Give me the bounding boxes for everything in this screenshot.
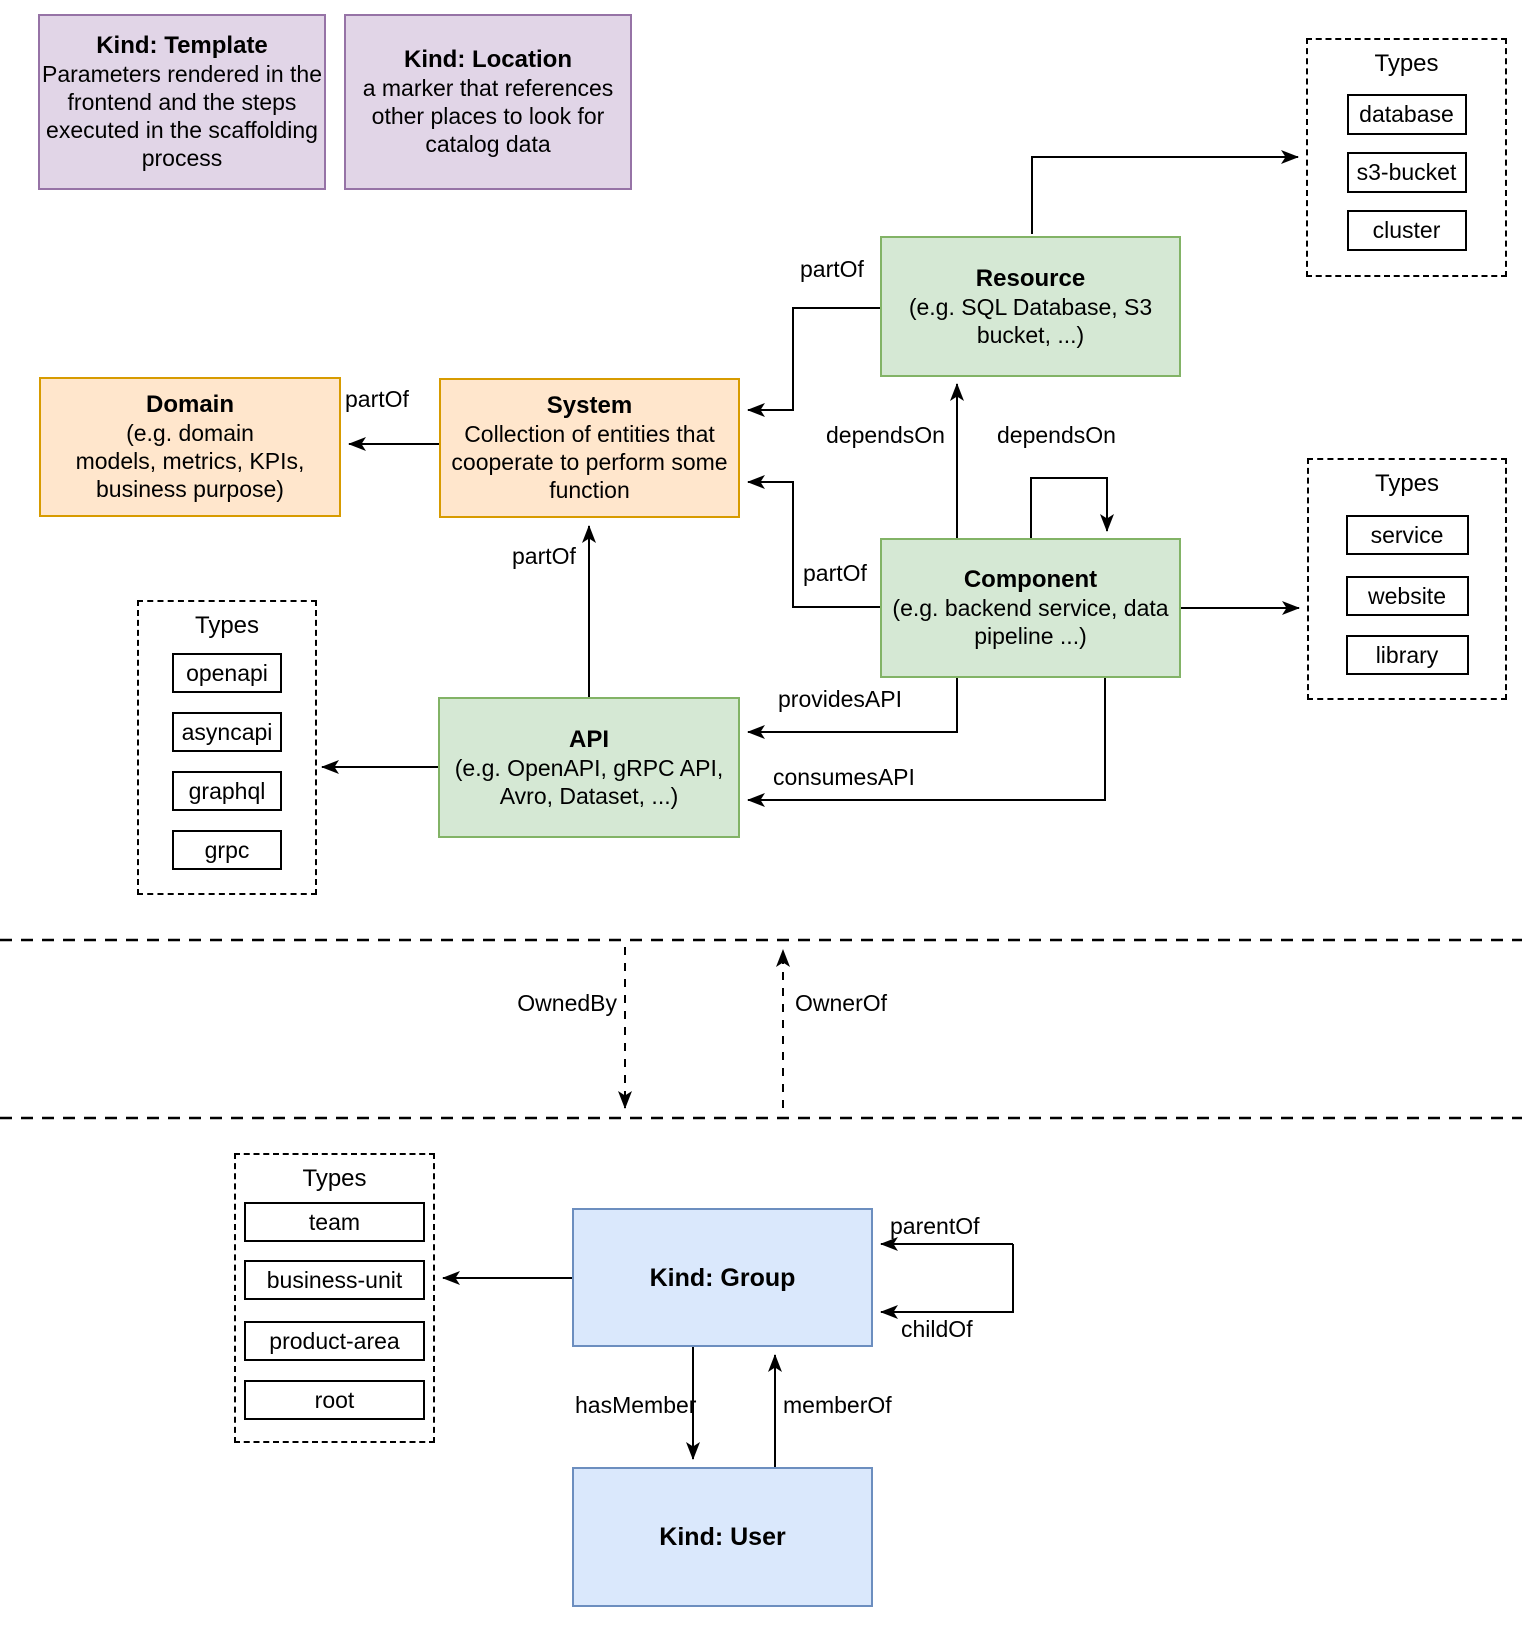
label-childof: childOf [901, 1316, 973, 1342]
location-title: Kind: Location [404, 46, 572, 73]
type-chip-product-area: product-area [244, 1321, 425, 1361]
type-chip-library: library [1345, 635, 1469, 675]
type-chip-service: service [1345, 515, 1469, 555]
edge-dependson-component-self [1030, 477, 1114, 538]
type-chip-graphql: graphql [172, 771, 282, 811]
component-kind-box: Component (e.g. backend service, data pi… [880, 538, 1181, 678]
label-consumesapi: consumesAPI [773, 764, 915, 790]
label-ownerof: OwnerOf [795, 990, 888, 1016]
label-providesapi: providesAPI [778, 686, 903, 712]
label-partof-resource-system: partOf [800, 256, 864, 282]
type-chip-website: website [1345, 576, 1469, 616]
label-dependson-component-self: dependsOn [997, 422, 1116, 448]
system-kind-box: System Collection of entities that coope… [439, 378, 740, 518]
type-chip-database: database [1346, 94, 1467, 135]
type-chip-grpc: grpc [172, 830, 282, 870]
label-ownedby: OwnedBy [517, 990, 617, 1016]
label-partof-api-system: partOf [512, 543, 576, 569]
types-panel-api-title: Types [194, 612, 260, 639]
edge-resource-to-types [1031, 150, 1299, 234]
label-dependson-component-resource: dependsOn [826, 422, 945, 448]
type-chip-root: root [244, 1380, 425, 1420]
label-hasmember: hasMember [575, 1392, 697, 1418]
domain-title: Domain [145, 391, 234, 418]
user-kind-box: Kind: User [572, 1467, 873, 1607]
types-panel-component-title: Types [1374, 470, 1440, 497]
api-title: API [568, 725, 609, 753]
types-panel-group: Types team business-unit product-area ro… [234, 1153, 435, 1443]
type-chip-team: team [244, 1202, 425, 1242]
type-chip-s3-bucket: s3-bucket [1346, 152, 1467, 193]
types-panel-resource: Types database s3-bucket cluster [1306, 38, 1507, 277]
label-memberof: memberOf [783, 1392, 892, 1418]
types-panel-component: Types service website library [1307, 458, 1507, 700]
system-title: System [546, 392, 633, 419]
location-description: a marker that references other places to… [362, 75, 614, 157]
resource-kind-box: Resource (e.g. SQL Database, S3 bucket, … [880, 236, 1181, 377]
label-parentof: parentOf [890, 1213, 980, 1239]
template-title: Kind: Template [96, 32, 268, 59]
group-kind-box: Kind: Group [572, 1208, 873, 1347]
type-chip-business-unit: business-unit [244, 1260, 425, 1300]
system-description: Collection of entities that cooperate to… [451, 421, 728, 503]
template-description: Parameters rendered in the frontend and … [42, 61, 322, 171]
edge-partof-component-system [747, 475, 880, 608]
user-title: Kind: User [659, 1523, 786, 1551]
api-kind-box: API (e.g. OpenAPI, gRPC API, Avro, Datas… [438, 697, 740, 838]
types-panel-resource-title: Types [1374, 50, 1439, 77]
types-panel-group-title: Types [302, 1165, 367, 1192]
template-kind-box: Kind: Template Parameters rendered in th… [38, 14, 326, 190]
label-partof-system-domain: partOf [345, 386, 409, 412]
resource-title: Resource [975, 264, 1086, 292]
domain-kind-box: Domain (e.g. domain models, metrics, KPI… [39, 377, 341, 517]
edge-childof [880, 1244, 1014, 1319]
group-title: Kind: Group [649, 1263, 796, 1292]
component-title: Component [963, 566, 1098, 593]
edge-partof-resource-system [747, 307, 880, 417]
location-kind-box: Kind: Location a marker that references … [344, 14, 632, 190]
type-chip-openapi: openapi [172, 653, 282, 693]
type-chip-cluster: cluster [1346, 210, 1467, 251]
component-description: (e.g. backend service, data pipeline ...… [892, 595, 1169, 649]
domain-description: (e.g. domain models, metrics, KPIs, busi… [75, 420, 305, 502]
type-chip-asyncapi: asyncapi [172, 712, 282, 752]
resource-description: (e.g. SQL Database, S3 bucket, ...) [908, 293, 1153, 348]
label-partof-component-system: partOf [803, 560, 867, 586]
api-description: (e.g. OpenAPI, gRPC API, Avro, Dataset, … [454, 754, 724, 809]
types-panel-api: Types openapi asyncapi graphql grpc [137, 600, 317, 895]
